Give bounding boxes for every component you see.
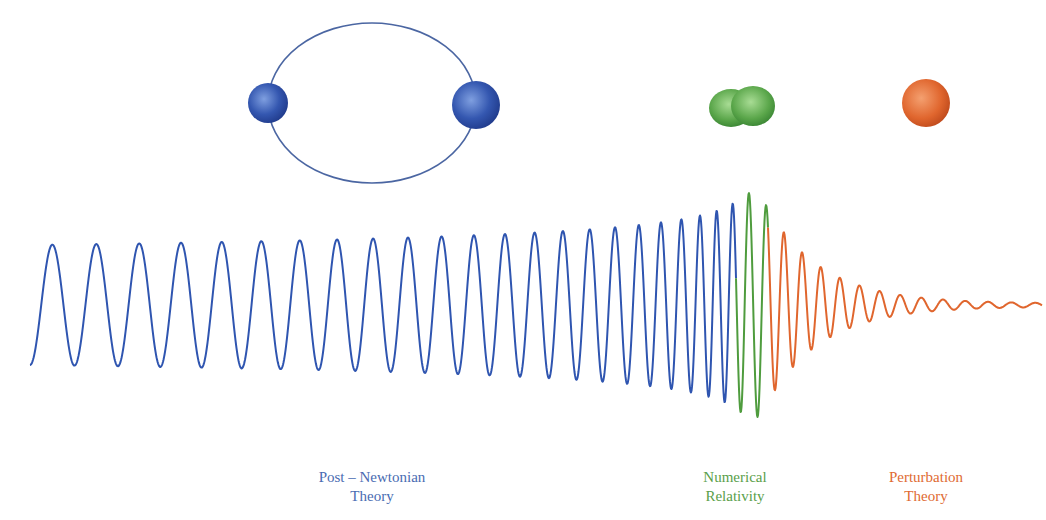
waveform-line [768,228,1042,391]
orbit-path [268,23,476,183]
waveform-line [736,193,768,417]
method-label: Post – Newtonian Theory [306,468,438,506]
merged-black-hole [709,86,775,127]
black-hole [452,81,500,129]
method-label: Perturbation Theory [874,468,978,506]
black-hole [248,83,288,123]
waveform-line [30,204,736,402]
final-black-hole [902,79,950,127]
method-label: Numerical Relativity [689,468,781,506]
